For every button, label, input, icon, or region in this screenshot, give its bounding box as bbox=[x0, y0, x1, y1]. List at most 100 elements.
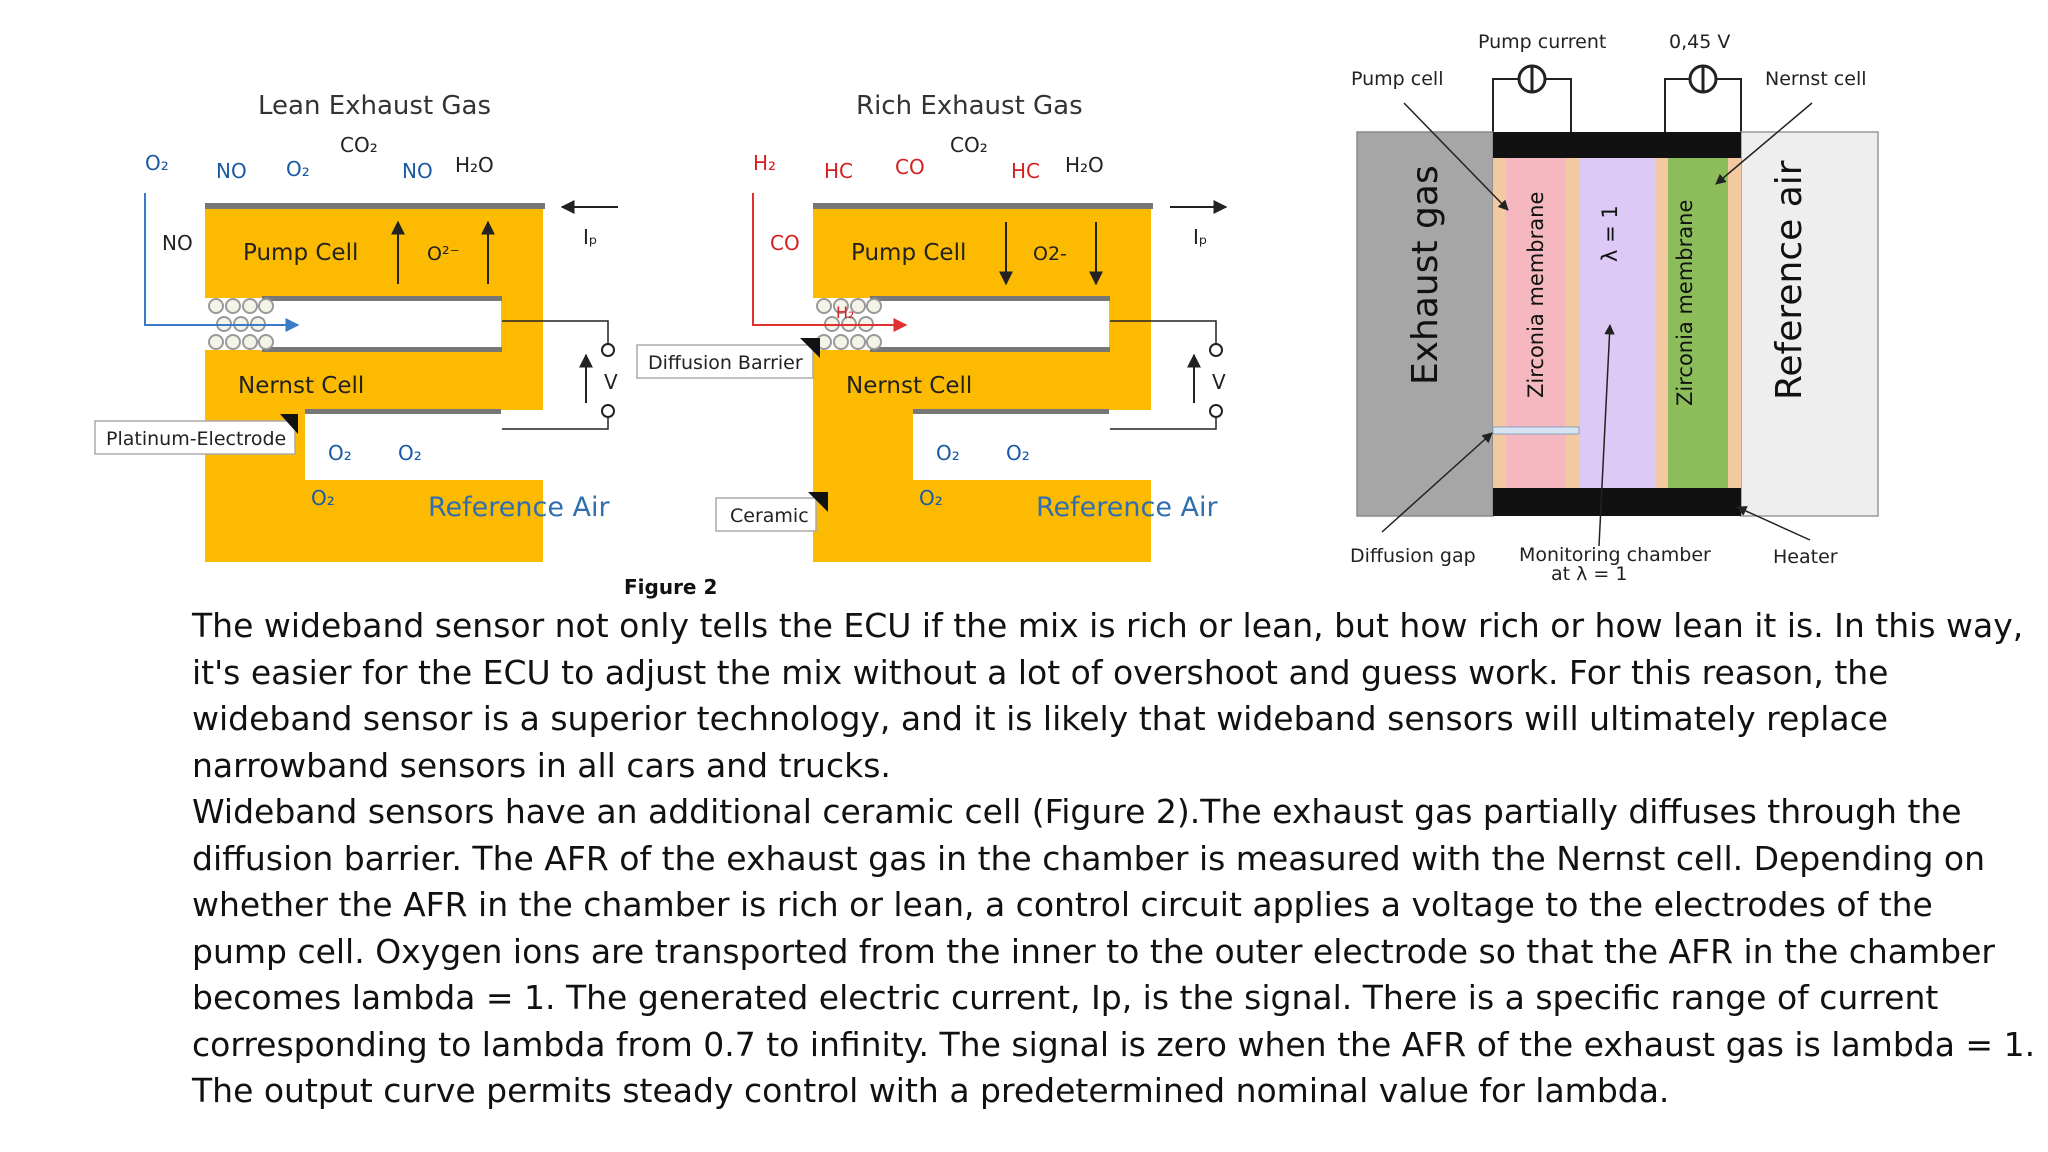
ref-gas-label: O₂ bbox=[398, 441, 422, 465]
reference-electrode bbox=[913, 409, 1109, 414]
pump-cell-label: Pump Cell bbox=[851, 240, 966, 266]
paragraph-line: narrowband sensors in all cars and truck… bbox=[192, 745, 891, 785]
diffusion-gap-leader bbox=[1381, 432, 1493, 533]
ref-gas-label: O₂ bbox=[936, 441, 960, 465]
reference-air-label: Reference air bbox=[1769, 160, 1810, 400]
gas-label: NO bbox=[216, 159, 247, 183]
ref-gas-label: O₂ bbox=[311, 486, 335, 510]
terminal bbox=[1209, 343, 1223, 357]
exhaust-gas-label: Exhaust gas bbox=[1405, 165, 1446, 385]
ref-gas-label: O₂ bbox=[919, 486, 943, 510]
callout-pointer bbox=[808, 492, 828, 512]
voltage-label: V bbox=[604, 370, 618, 394]
paragraph-line: Wideband sensors have an additional cera… bbox=[192, 792, 1962, 831]
reference-air-region bbox=[1740, 131, 1879, 517]
paragraph-line: it's easier for the ECU to adjust the mi… bbox=[192, 652, 1889, 692]
gas-inflow-arrow bbox=[752, 193, 908, 332]
voltage-wire bbox=[1110, 320, 1217, 344]
ref-gas-label: O₂ bbox=[328, 441, 352, 465]
paragraph-line: diffusion barrier. The AFR of the exhaus… bbox=[192, 838, 1986, 878]
zirconia-membrane-right bbox=[1668, 158, 1728, 488]
callout-diffusion-barrier: Diffusion Barrier bbox=[648, 352, 803, 374]
paragraph-line: whether the AFR in the chamber is rich o… bbox=[192, 885, 1933, 924]
nernst-cell-leader bbox=[1715, 102, 1813, 185]
pump-electrode-inner bbox=[1566, 158, 1579, 488]
diffusion-gap bbox=[1492, 426, 1580, 435]
sensor-schematic: Pump current 0,45 V Pump cell Nernst cel… bbox=[1350, 31, 1879, 585]
gas-label: CO bbox=[770, 231, 800, 255]
callout-box bbox=[636, 344, 814, 379]
terminal bbox=[601, 404, 615, 418]
diffusion-gap-label: Diffusion gap bbox=[1350, 545, 1476, 567]
ceramic-body bbox=[813, 207, 1151, 562]
rich-title: Rich Exhaust Gas bbox=[856, 91, 1083, 121]
ion-label: O2- bbox=[1033, 243, 1067, 265]
ion-label: O²⁻ bbox=[427, 243, 460, 265]
gas-label: H₂ bbox=[836, 303, 854, 322]
monitoring-chamber-label: at λ = 1 bbox=[1551, 563, 1627, 585]
inner-electrode-top bbox=[870, 296, 1110, 301]
nernst-cell-label: Nernst Cell bbox=[846, 373, 972, 399]
heater-leader bbox=[1736, 506, 1811, 541]
outer-electrode bbox=[205, 203, 545, 209]
voltage-label: V bbox=[1212, 370, 1226, 394]
voltage-wire bbox=[502, 417, 609, 430]
terminal bbox=[1209, 404, 1223, 418]
lean-title: Lean Exhaust Gas bbox=[258, 91, 491, 121]
pump-cell-label: Pump cell bbox=[1351, 68, 1443, 90]
gas-label: O₂ bbox=[145, 151, 169, 175]
gas-label: CO₂ bbox=[340, 133, 378, 157]
gas-label: NO bbox=[402, 159, 433, 183]
pump-electrode-outer bbox=[1493, 158, 1506, 488]
diffusion-barrier bbox=[816, 298, 882, 350]
monitoring-chamber-leader bbox=[1598, 323, 1615, 547]
body-text: The wideband sensor not only tells the E… bbox=[192, 603, 2036, 1115]
gas-label: O₂ bbox=[286, 157, 310, 181]
voltage-wire bbox=[502, 320, 609, 344]
inner-electrode-bottom bbox=[262, 347, 502, 352]
outer-electrode bbox=[813, 203, 1153, 209]
pump-current-label: Pump current bbox=[1478, 31, 1606, 53]
gas-label: HC bbox=[824, 159, 853, 183]
gas-label: H₂O bbox=[455, 153, 494, 177]
ref-gas-label: O₂ bbox=[1006, 441, 1030, 465]
gas-label: CO bbox=[895, 155, 925, 179]
ceramic-body bbox=[205, 207, 543, 562]
reference-air-label: Reference Air bbox=[428, 492, 611, 523]
callout-pointer bbox=[800, 338, 820, 358]
gas-label: HC bbox=[1011, 159, 1040, 183]
voltage-045-label: 0,45 V bbox=[1669, 31, 1730, 53]
paragraph-line: corresponding to lambda from 0.7 to infi… bbox=[192, 1024, 2036, 1064]
reference-electrode bbox=[305, 409, 501, 414]
pump-cell-leader bbox=[1403, 102, 1509, 211]
monitoring-chamber bbox=[1579, 158, 1655, 488]
callout-pointer bbox=[280, 414, 298, 434]
nernst-cell-label: Nernst Cell bbox=[238, 373, 364, 399]
gas-label: NO bbox=[162, 231, 193, 255]
gas-label: H₂O bbox=[1065, 153, 1104, 177]
paragraph-line: becomes lambda = 1. The generated electr… bbox=[192, 978, 1939, 1017]
lambda-label: λ = 1 bbox=[1598, 205, 1622, 262]
voltage-wire bbox=[1110, 417, 1217, 430]
lean-sensor-diagram: Lean Exhaust Gas O₂ NO O₂ CO₂ NO H₂O NO … bbox=[94, 91, 618, 562]
callout-box bbox=[94, 420, 296, 455]
callout-box bbox=[715, 497, 817, 532]
zirconia-membrane-label: Zirconia membrane bbox=[1673, 200, 1697, 406]
paragraph-line: The output curve permits steady control … bbox=[192, 1071, 1670, 1110]
nernst-electrode-inner bbox=[1655, 158, 1668, 488]
gas-label: CO₂ bbox=[950, 133, 988, 157]
paragraph-line: pump cell. Oxygen ions are transported f… bbox=[192, 931, 1995, 971]
terminal bbox=[601, 343, 615, 357]
heater-label: Heater bbox=[1773, 546, 1838, 568]
zirconia-membrane-label: Zirconia membrane bbox=[1524, 192, 1548, 398]
rich-sensor-diagram: Rich Exhaust Gas H₂ HC CO CO₂ HC H₂O CO … bbox=[636, 91, 1228, 562]
inner-electrode-bottom bbox=[870, 347, 1110, 352]
gas-label: H₂ bbox=[753, 151, 776, 175]
pump-current-label: Iₚ bbox=[583, 225, 597, 249]
inner-electrode-top bbox=[262, 296, 502, 301]
gas-inflow-arrow bbox=[144, 193, 300, 332]
figure-caption: Figure 2 bbox=[624, 575, 717, 599]
pump-cell-label: Pump Cell bbox=[243, 240, 358, 266]
callout-platinum-electrode: Platinum-Electrode bbox=[106, 428, 286, 450]
